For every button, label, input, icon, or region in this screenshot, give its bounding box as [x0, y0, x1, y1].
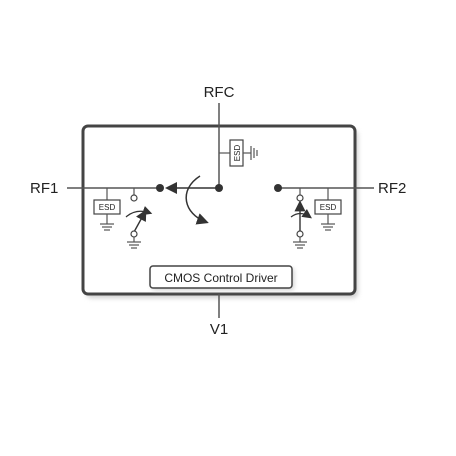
rf2-shunt-switch	[290, 188, 312, 249]
rf2-esd-block: ESD	[314, 188, 342, 231]
cmos-driver-box	[149, 265, 293, 289]
v1-pin-label: V1	[210, 321, 228, 338]
rf2-pin-label: RF2	[378, 180, 406, 197]
rfc-esd-block: ESD	[219, 139, 258, 167]
ground-icon	[250, 146, 258, 160]
rf1-pin-label: RF1	[30, 180, 58, 197]
rfc-esd-label: ESD	[233, 145, 242, 162]
rf2-esd-label: ESD	[320, 203, 337, 212]
rfc-pin-label: RFC	[204, 84, 235, 101]
ground-icon	[321, 223, 335, 231]
rf1-esd-block: ESD	[93, 188, 121, 231]
ground-icon	[127, 241, 141, 249]
switch-rotation-arrow	[185, 175, 209, 225]
ground-icon	[100, 223, 114, 231]
rf1-esd-label: ESD	[99, 203, 116, 212]
rf1-node	[156, 184, 164, 192]
cmos-driver-label: CMOS Control Driver	[164, 271, 277, 285]
ground-icon	[293, 241, 307, 249]
rf1-shunt-switch	[125, 188, 153, 249]
rf2-node	[274, 184, 282, 192]
